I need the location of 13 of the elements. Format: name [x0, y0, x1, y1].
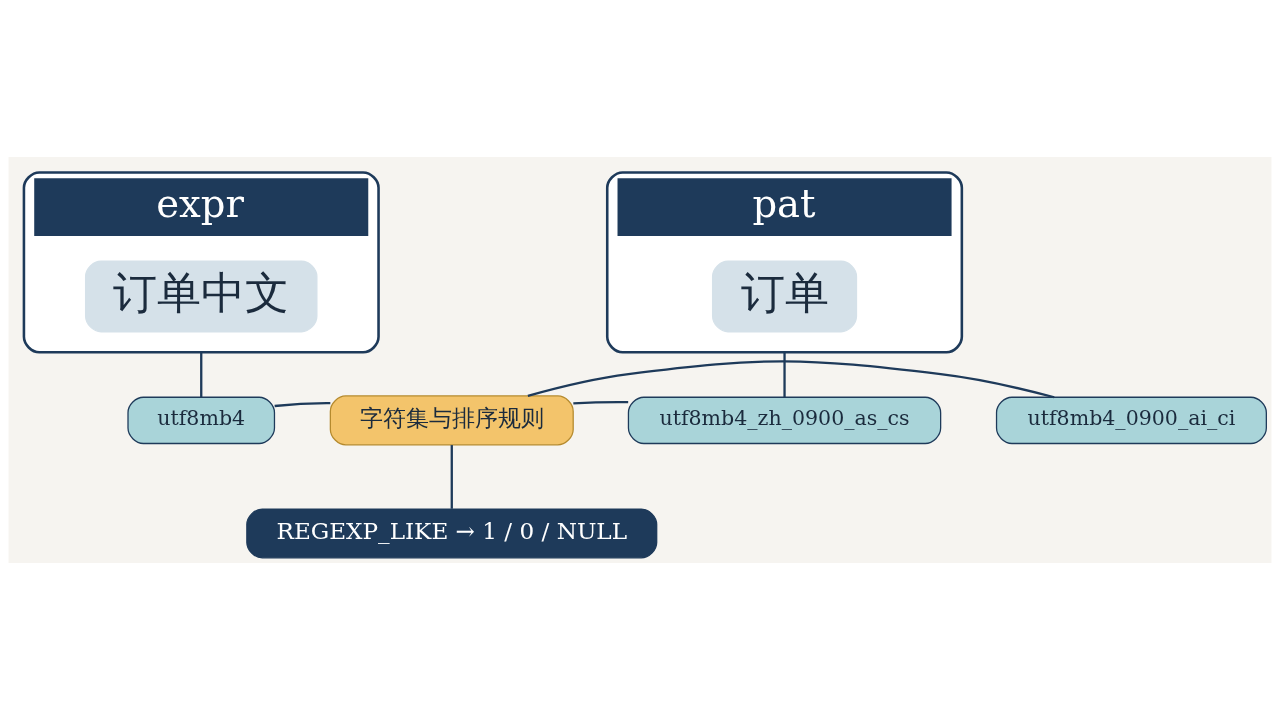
connector	[274, 401, 331, 408]
node-box: utf8mb4_zh_0900_as_cs	[627, 396, 942, 445]
connector	[527, 360, 1055, 399]
node-box: 订单中文	[84, 260, 318, 333]
node-box: utf8mb4_0900_ai_ci	[995, 396, 1267, 445]
node-box: REGEXP_LIKE → 1 / 0 / NULL	[246, 508, 658, 559]
connector	[573, 400, 629, 405]
node-box: 字符集与排序规则	[329, 395, 574, 446]
connector	[200, 352, 203, 398]
connector	[450, 445, 453, 509]
connector	[783, 352, 786, 398]
node-box: 订单	[711, 260, 858, 333]
node-box: utf8mb4	[127, 396, 276, 445]
